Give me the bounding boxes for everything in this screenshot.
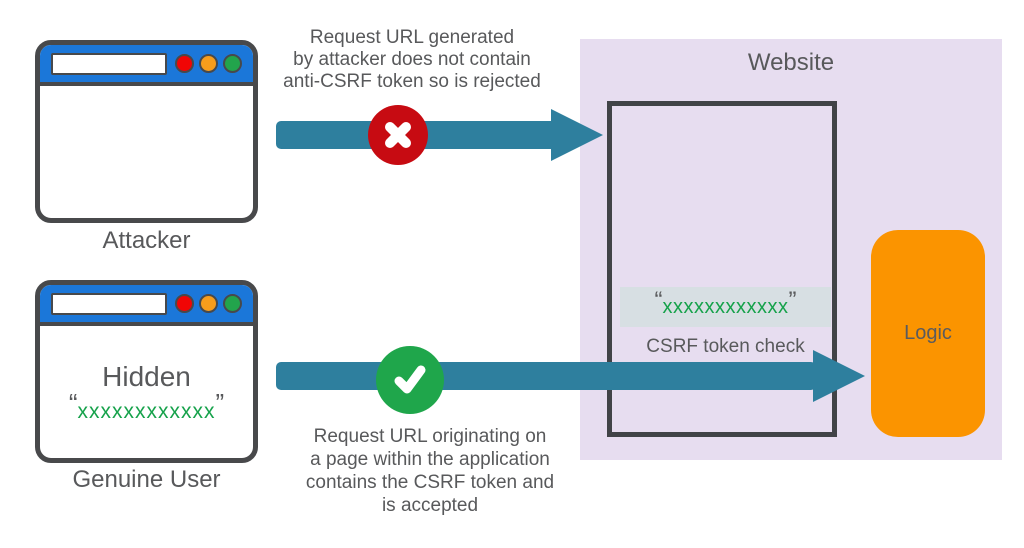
reject-x-icon (368, 105, 428, 165)
browser-content-empty (40, 86, 253, 218)
open-quote: “ (654, 287, 663, 314)
window-dot-orange-icon (199, 54, 218, 73)
browser-titlebar (40, 285, 253, 326)
window-dot-green-icon (223, 294, 242, 313)
accept-check-icon (376, 346, 444, 414)
open-quote: “ (68, 387, 78, 418)
close-quote: ” (215, 387, 225, 418)
logic-label: Logic (904, 322, 952, 344)
accepted-request-caption: Request URL originating on a page within… (272, 425, 588, 517)
browser-titlebar (40, 45, 253, 86)
window-dots (175, 54, 242, 73)
caption-line: contains the CSRF token and (305, 472, 555, 493)
caption-line: Request URL generated (309, 27, 515, 48)
rejected-request-caption: Request URL generated by attacker does n… (256, 27, 568, 93)
accepted-request-arrow (276, 362, 816, 390)
caption-line: Request URL originating on (313, 426, 547, 447)
caption-line: a page within the application (310, 449, 550, 470)
website-title: Website (747, 49, 835, 76)
window-dot-orange-icon (199, 294, 218, 313)
window-dots (175, 294, 242, 313)
logic-box: Logic (871, 230, 985, 437)
window-dot-red-icon (175, 54, 194, 73)
genuine-user-label: Genuine User (72, 466, 221, 493)
genuine-user-browser-window: Hidden “xxxxxxxxxxxx” (35, 280, 258, 463)
close-quote: ” (788, 287, 797, 314)
token-text: xxxxxxxxxxxx (77, 399, 216, 423)
csrf-check-boundary (607, 101, 837, 437)
caption-line: anti-CSRF token so is rejected (283, 71, 541, 92)
caption-line: by attacker does not contain (293, 49, 531, 70)
window-dot-green-icon (223, 54, 242, 73)
csrf-token-check-label: CSRF token check (646, 336, 805, 357)
url-bar (51, 292, 167, 315)
caption-line: is accepted (381, 495, 479, 516)
rejected-request-arrowhead (551, 109, 603, 161)
user-csrf-token-value: “xxxxxxxxxxxx” (69, 388, 224, 425)
browser-content-token: Hidden “xxxxxxxxxxxx” (40, 326, 253, 458)
hidden-label: Hidden (102, 360, 191, 392)
accepted-request-arrowhead (813, 350, 865, 402)
attacker-browser-window (35, 40, 258, 223)
url-bar (51, 52, 167, 75)
window-dot-red-icon (175, 294, 194, 313)
token-text: xxxxxxxxxxxx (662, 295, 789, 318)
website-panel: Website “xxxxxxxxxxxx” CSRF token check … (580, 39, 1002, 460)
server-csrf-token-value: “xxxxxxxxxxxx” (620, 287, 831, 327)
attacker-label: Attacker (102, 227, 191, 254)
